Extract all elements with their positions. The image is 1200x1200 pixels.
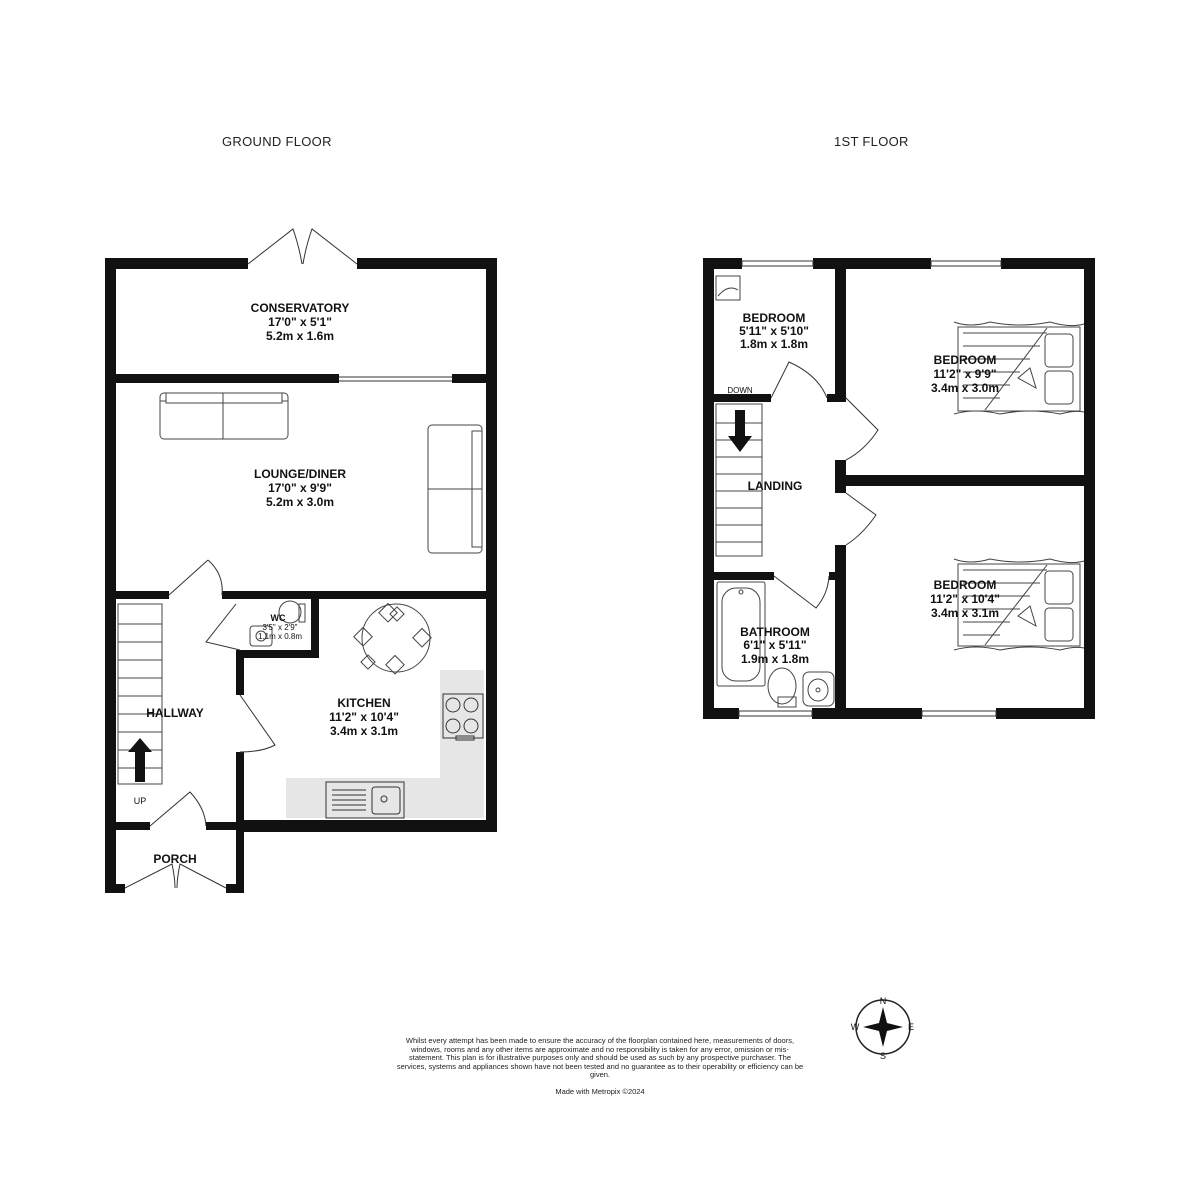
stairs — [117, 603, 163, 785]
room-size-imperial: 5'11" x 5'10" — [739, 324, 809, 338]
walls — [105, 258, 497, 893]
door-swing — [239, 694, 276, 753]
dining-table-icon — [353, 602, 432, 675]
compass-north: N — [880, 996, 887, 1006]
door-swing — [149, 791, 207, 827]
compass-west: W — [851, 1022, 860, 1032]
first-floor-title: 1ST FLOOR — [834, 134, 909, 149]
room-name-bedroom: BEDROOM — [934, 578, 997, 592]
disclaimer-text: Whilst every attempt has been made to en… — [396, 1036, 804, 1080]
room-size-imperial: 11'2" x 10'4" — [329, 710, 399, 724]
bed-icon — [953, 321, 1085, 415]
room-name-lounge: LOUNGE/DINER — [254, 467, 346, 481]
credit-text: Made with Metropix ©2024 — [555, 1087, 645, 1096]
room-name-landing: LANDING — [748, 479, 803, 493]
ground-floor-labels: CONSERVATORY 17'0" x 5'1" 5.2m x 1.6m LO… — [134, 301, 399, 866]
stair-label-up: UP — [134, 796, 147, 806]
room-name-wc: WC — [271, 613, 286, 623]
bathtub-icon — [716, 581, 766, 687]
room-name-porch: PORCH — [153, 852, 196, 866]
room-size-metric: 5.2m x 3.0m — [266, 495, 334, 509]
room-size-metric: 1.9m x 1.8m — [741, 652, 809, 666]
room-size-imperial: 3'5" x 2'9" — [263, 623, 298, 632]
room-name-conservatory: CONSERVATORY — [251, 301, 350, 315]
walls — [703, 258, 1095, 719]
first-floor-labels: BEDROOM 5'11" x 5'10" 1.8m x 1.8m BEDROO… — [727, 311, 1000, 666]
room-size-metric: 3.4m x 3.1m — [330, 724, 398, 738]
front-door — [124, 863, 227, 889]
room-size-metric: 3.4m x 3.0m — [931, 381, 999, 395]
room-name-hallway: HALLWAY — [146, 706, 204, 720]
room-size-imperial: 11'2" x 10'4" — [930, 592, 1000, 606]
bed-icon — [953, 558, 1085, 651]
room-size-imperial: 17'0" x 9'9" — [268, 481, 332, 495]
kitchen-worktop — [286, 670, 484, 818]
french-doors — [247, 228, 358, 265]
door-swing — [168, 559, 223, 596]
sofa-icon — [427, 424, 483, 554]
ground-floor-title: GROUND FLOOR — [222, 134, 332, 149]
stair-down-arrow-icon — [728, 410, 752, 452]
wardrobe-icon — [715, 275, 741, 301]
hob-icon — [442, 693, 484, 741]
compass-icon: N E S W — [851, 996, 914, 1061]
room-name-bedroom: BEDROOM — [743, 311, 806, 325]
room-name-bathroom: BATHROOM — [740, 625, 810, 639]
room-name-bedroom: BEDROOM — [934, 353, 997, 367]
toilet-icon — [767, 667, 797, 708]
room-size-imperial: 11'2" x 9'9" — [933, 367, 996, 381]
stair-label-down: DOWN — [727, 386, 753, 395]
sliding-door — [339, 376, 452, 382]
windows — [738, 260, 1002, 717]
room-size-metric: 1.1m x 0.8m — [258, 632, 302, 641]
room-size-metric: 3.4m x 3.1m — [931, 606, 999, 620]
wc-fixtures — [249, 600, 306, 647]
basin-icon — [802, 671, 835, 707]
sofa-icon — [159, 392, 289, 440]
compass-east: E — [908, 1022, 914, 1032]
compass-south: S — [880, 1051, 886, 1061]
room-size-imperial: 6'1" x 5'11" — [743, 638, 806, 652]
door-swing — [205, 603, 241, 651]
first-floor-plan — [703, 258, 1095, 719]
sink-icon — [325, 781, 405, 819]
door-swing — [770, 361, 879, 609]
room-name-kitchen: KITCHEN — [337, 696, 390, 710]
stair-up-arrow-icon — [128, 738, 152, 782]
ground-floor-plan — [105, 228, 497, 893]
room-size-imperial: 17'0" x 5'1" — [268, 315, 332, 329]
room-size-metric: 5.2m x 1.6m — [266, 329, 334, 343]
room-size-metric: 1.8m x 1.8m — [740, 337, 808, 351]
stairs — [715, 403, 763, 557]
